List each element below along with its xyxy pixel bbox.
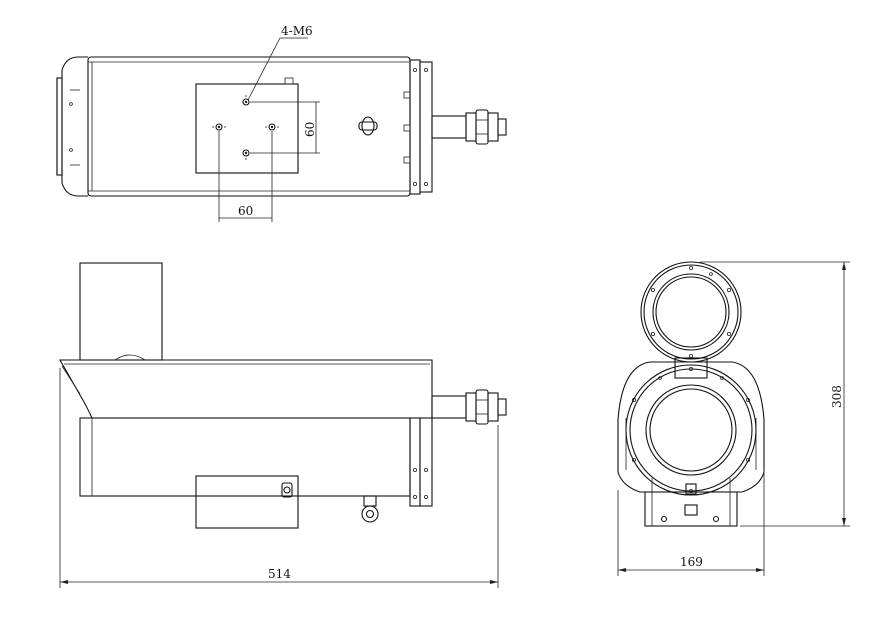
overall-length-label: 514	[268, 567, 291, 581]
front-view-base	[644, 491, 738, 527]
top-view: 4-M6 60 60	[56, 24, 507, 222]
top-view-cable-gland	[431, 109, 507, 145]
side-view-housing	[79, 417, 411, 497]
m6-hole-left	[215, 123, 223, 131]
front-view-top-module	[640, 261, 742, 363]
hole-spacing-horizontal-label: 60	[238, 204, 253, 218]
top-view-hood	[61, 56, 88, 197]
side-view-sunshield	[59, 359, 433, 419]
side-view-top-module	[79, 262, 163, 361]
overall-height-label: 308	[830, 385, 844, 408]
top-view-lock-knob	[358, 116, 378, 136]
side-view-rear-flange	[409, 417, 421, 507]
side-view-mounting-box	[195, 475, 299, 529]
front-view: 169 308	[617, 261, 850, 576]
overall-width-label: 169	[680, 555, 703, 569]
thread-callout-label: 4-M6	[281, 24, 313, 38]
side-view-lifting-eye	[361, 495, 379, 523]
m6-hole-bottom	[242, 149, 250, 157]
top-view-hood-lip	[56, 77, 63, 176]
side-view: 514	[59, 262, 507, 588]
top-view-rear-flange	[409, 59, 421, 195]
m6-hole-right	[268, 123, 276, 131]
hole-spacing-vertical-label: 60	[303, 122, 317, 137]
m6-hole-top	[242, 98, 250, 106]
side-view-knob	[281, 482, 293, 498]
front-view-lens	[625, 364, 757, 496]
side-view-cable-gland	[431, 389, 507, 425]
top-view-mounting-plate	[195, 83, 299, 174]
front-view-housing	[617, 361, 765, 493]
